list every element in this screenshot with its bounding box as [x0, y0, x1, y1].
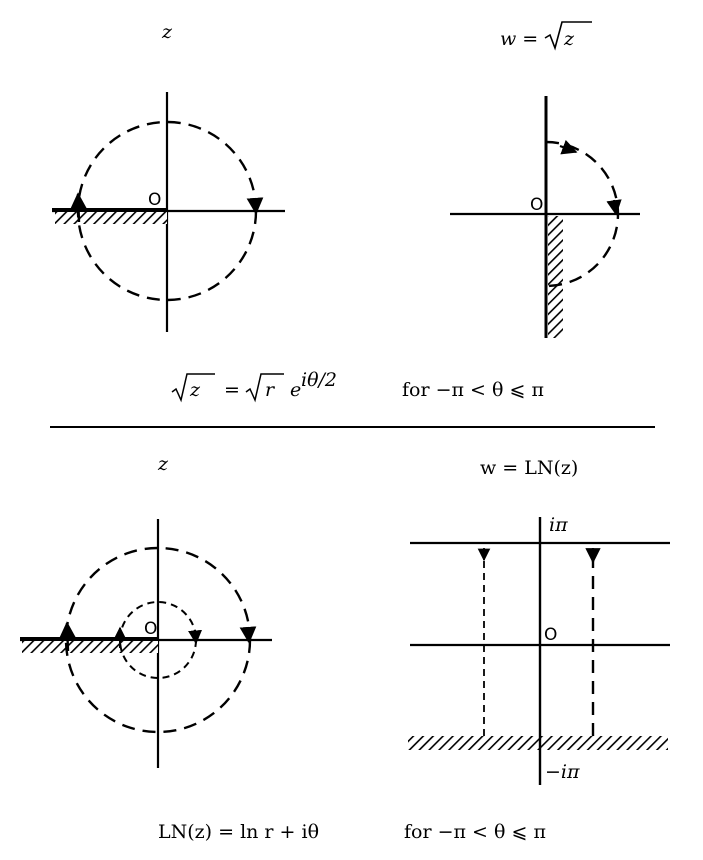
- top-w-arrow-right: [606, 199, 622, 216]
- top-w-branch-cut-hatch: [548, 216, 563, 338]
- bottom-w-lower-label: −iπ: [545, 761, 580, 783]
- top-condition: for −π < θ ⩽ π: [402, 379, 544, 401]
- top-z-branch-cut-hatch: [55, 212, 167, 224]
- top-w-label-z: z: [563, 28, 575, 50]
- top-z-arrow-right: [246, 197, 264, 215]
- top-z-plane: z O: [52, 21, 285, 332]
- bottom-z-plane-label: z: [157, 453, 169, 475]
- bottom-condition: for −π < θ ⩽ π: [404, 821, 546, 843]
- top-w-origin: O: [530, 195, 543, 215]
- top-formula-r: r: [265, 379, 276, 401]
- bottom-w-upper-label: iπ: [549, 514, 568, 536]
- top-z-origin: O: [148, 190, 161, 210]
- top-formula-exponent: iθ/2: [301, 369, 337, 391]
- top-formula-exp-base: e: [290, 379, 301, 401]
- top-formula-lhs: z: [189, 379, 201, 401]
- bottom-w-plane-label: w = LN(z): [480, 457, 578, 479]
- bottom-w-plane: w = LN(z) iπ O −iπ: [408, 457, 670, 785]
- bottom-z-plane: z O: [20, 453, 272, 768]
- bottom-formula: LN(z) = ln r + iθ: [158, 821, 319, 843]
- top-w-arrow-top: [559, 139, 578, 155]
- bottom-z-branch-cut-hatch: [22, 641, 158, 653]
- top-z-arrow-left: [70, 192, 87, 223]
- top-formula-sqrt-sign-2: [245, 373, 284, 403]
- top-formula: z = r e iθ/2 for −π < θ ⩽ π: [171, 369, 544, 403]
- top-w-plane: w = z O: [450, 21, 640, 338]
- top-w-label-sqrt-sign: [544, 21, 592, 51]
- top-formula-sqrt-sign-1: [171, 373, 215, 403]
- bottom-w-origin: O: [544, 625, 557, 645]
- bottom-z-outer-arrow-right: [239, 626, 257, 644]
- top-formula-eq: =: [218, 379, 246, 401]
- bottom-z-origin: O: [144, 619, 157, 639]
- top-z-plane-label: z: [161, 21, 173, 43]
- top-w-plane-label: w =: [500, 28, 538, 50]
- bottom-w-lower-hatch: [408, 736, 668, 750]
- bottom-z-outer-arrow-left: [59, 621, 76, 652]
- bottom-z-inner-arrow-right: [188, 629, 203, 645]
